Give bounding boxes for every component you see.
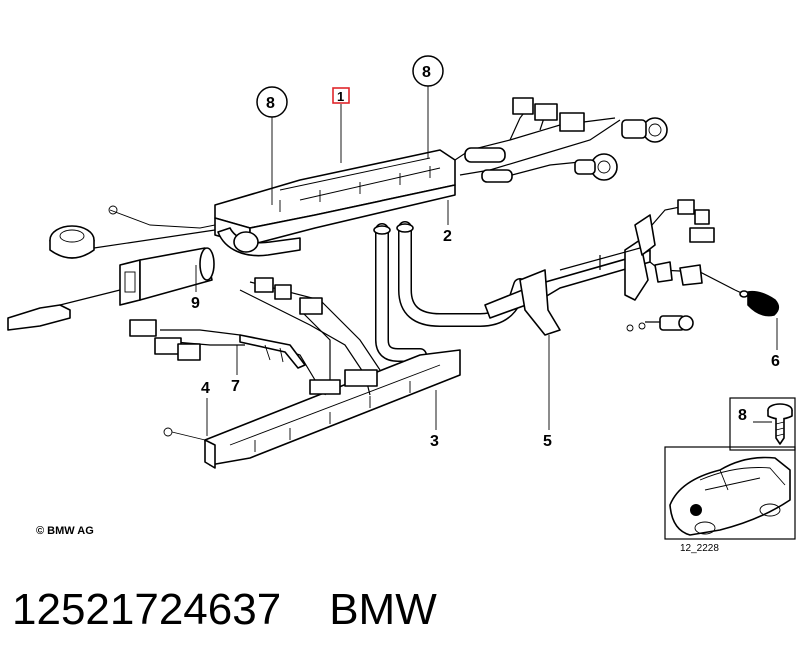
part-caption: 12521724637 BMW [12,585,485,635]
location-marker-icon [690,504,702,516]
sensor-part [734,289,780,317]
leader-lines [195,85,778,436]
lower-duct-part [163,349,461,469]
lower-harness-part [129,277,381,396]
callout-9: 9 [191,295,200,312]
copyright-text: © BMW AG [36,525,94,537]
parts-diagram: 8 8 1 2 9 4 7 3 5 6 8 [7,55,796,540]
grommet-sleeve-part [7,205,216,331]
callout-1-highlight-box [332,87,350,104]
brand-name: BMW [329,585,437,634]
callout-6: 6 [771,353,780,370]
callout-8-right: 8 [422,64,431,81]
upper-cables [454,97,668,183]
callout-8-left: 8 [266,95,275,112]
callout-7: 7 [231,378,240,395]
callout-8-inset: 8 [738,407,747,424]
callout-2: 2 [443,228,452,245]
part-number: 12521724637 [12,585,282,634]
harness-cover-part [214,149,456,257]
callout-5: 5 [543,433,552,450]
callout-1: 1 [337,89,344,104]
callout-3: 3 [430,433,439,450]
screw-inset [729,397,796,451]
car-locator-inset [664,446,796,540]
callout-8-right-circle [412,55,444,87]
inset-code: 12_2228 [680,543,719,554]
callout-8-left-circle [256,86,288,118]
callout-4: 4 [201,380,210,397]
callouts: 8 8 1 2 9 4 7 3 5 6 8 [191,55,780,450]
bracket-part [484,199,736,336]
